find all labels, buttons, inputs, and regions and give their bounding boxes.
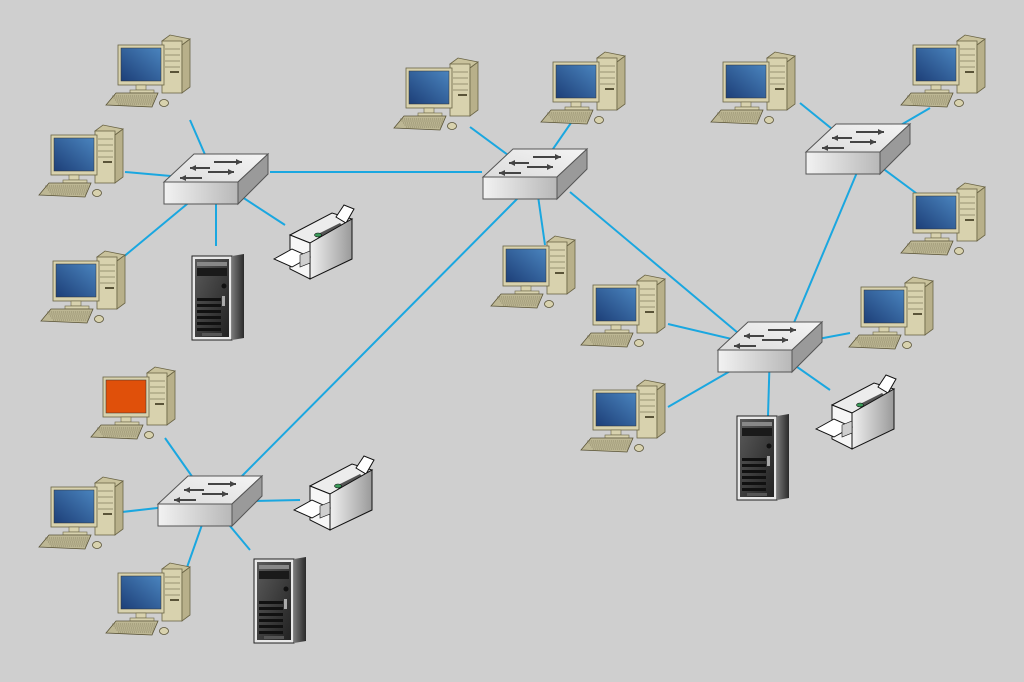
screen [505,248,547,283]
workstation-icon[interactable] [90,366,176,440]
server-icon[interactable] [253,557,306,644]
screen [408,70,450,105]
screen [915,47,957,82]
screen [863,289,905,324]
workstation-icon[interactable] [580,274,666,348]
workstation-icon[interactable] [105,34,191,108]
screen [725,64,767,99]
workstation-icon[interactable] [710,51,796,125]
screen [53,137,95,172]
workstation-icon[interactable] [393,57,479,131]
switch-icon[interactable] [804,122,912,176]
workstation-icon[interactable] [900,34,986,108]
backbone-link-sw3-sw4 [792,169,859,326]
screen [120,575,162,610]
workstation-icon[interactable] [490,235,576,309]
printer-icon[interactable] [272,204,355,280]
switch-icon[interactable] [481,147,589,201]
printer-icon[interactable] [292,455,375,531]
workstation-icon[interactable] [848,276,934,350]
screen [555,64,597,99]
devices-layer [38,34,986,644]
alert-screen [105,379,147,414]
screen [120,47,162,82]
switch-icon[interactable] [162,152,270,206]
switch-icon[interactable] [156,474,264,528]
switch-icon[interactable] [716,320,824,374]
workstation-icon[interactable] [38,124,124,198]
workstation-icon[interactable] [40,250,126,324]
screen [595,392,637,427]
screen [915,195,957,230]
screen [53,489,95,524]
screen [595,287,637,322]
screen [55,263,97,298]
printer-icon[interactable] [814,374,897,450]
backbone-link-sw2-sw5 [237,197,519,481]
server-icon[interactable] [191,254,244,341]
workstation-icon[interactable] [580,379,666,453]
workstation-icon[interactable] [900,182,986,256]
backbone-link-sw2-sw4 [569,191,745,339]
workstation-icon[interactable] [105,562,191,636]
workstation-icon[interactable] [38,476,124,550]
workstation-icon[interactable] [540,51,626,125]
server-icon[interactable] [736,414,789,501]
